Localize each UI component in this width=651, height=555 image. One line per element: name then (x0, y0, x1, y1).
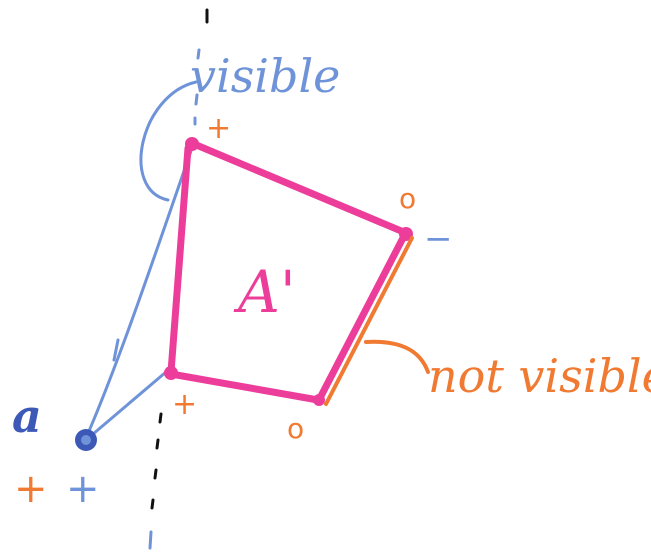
not-visible-edge (324, 236, 430, 406)
point-a-label: a (12, 389, 42, 443)
not-visible-label: not visible (428, 349, 651, 403)
ray-a-to-bottom-vertex (84, 370, 168, 442)
vertex-bottom (313, 394, 325, 406)
sign-bottom-zero: o (287, 412, 304, 445)
edge-right (316, 232, 408, 402)
polygon-vertices (164, 137, 413, 406)
sign-right-zero: o (399, 182, 416, 215)
visible-pointer (139, 80, 198, 202)
vertex-right (399, 227, 413, 241)
faint-ray-dash (112, 338, 120, 362)
not-visible-pointer (364, 339, 430, 374)
visible-label: visible (190, 49, 340, 103)
edge-left (167, 144, 192, 376)
sign-point-orange-plus: + (14, 466, 48, 512)
sign-top-left-plus: + (206, 111, 231, 146)
edge-bottom (167, 370, 322, 404)
edge-top (190, 140, 410, 237)
point-a (75, 429, 97, 451)
vertex-bottom-left (164, 366, 178, 380)
polygon-a-prime (167, 140, 410, 404)
sign-bottom-left-plus: + (172, 387, 197, 422)
dotted-plane-line (148, 8, 209, 550)
sign-point-blue-plus: + (66, 466, 100, 512)
polygon-label: A' (233, 258, 296, 326)
sign-right-minus: − (424, 219, 453, 259)
vertex-top-left (185, 137, 199, 151)
ray-a-to-top-vertex (84, 146, 194, 440)
